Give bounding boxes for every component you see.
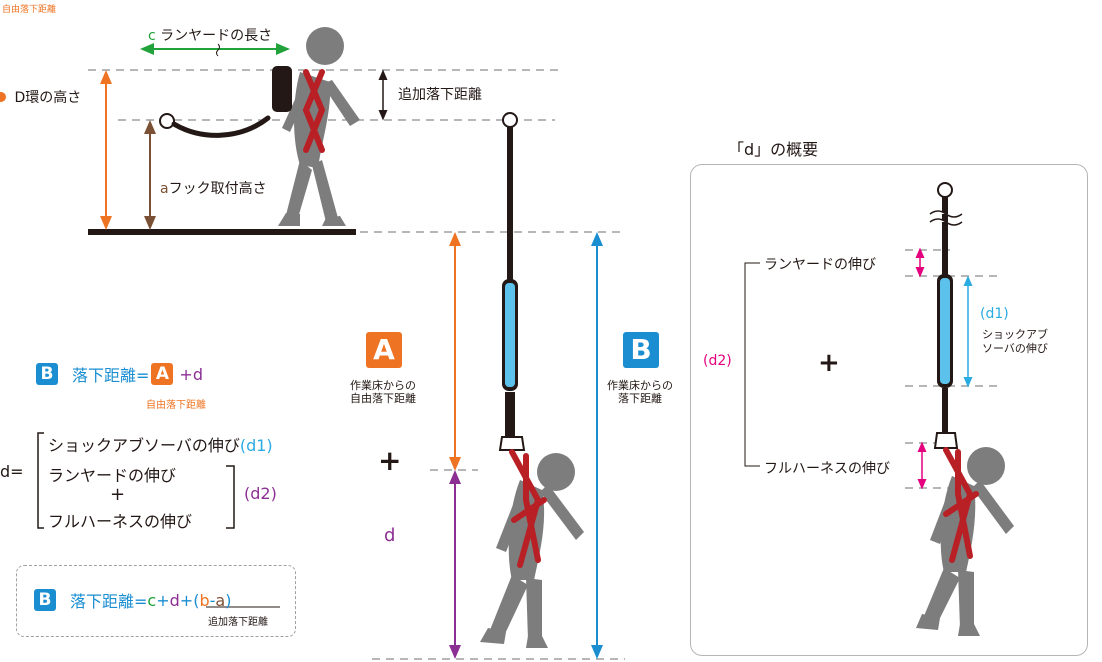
- hook-ring: [159, 113, 175, 129]
- corner-label: 自由落下距離: [2, 5, 57, 15]
- hanging-harness: [509, 449, 547, 568]
- panel-d1: (d1): [980, 306, 1009, 322]
- panel-shock-absorber-stretch: ショックアブ ソーバの伸び: [982, 328, 1048, 355]
- formula-free-fall-sub: 自由落下距離: [146, 400, 206, 411]
- formula-additional-sub: 追加落下距離: [208, 617, 268, 628]
- panel-plus: +: [818, 348, 840, 378]
- anchor-ring: [502, 112, 518, 128]
- panel-lanyard-stretch: ランヤードの伸び: [764, 257, 876, 273]
- formula-d-line2: ランヤードの伸び: [48, 466, 177, 485]
- d-overview-panel: [690, 164, 1088, 656]
- formula-fall-distance: B 落下距離= A +d: [36, 362, 203, 386]
- slack-lanyard: [171, 115, 271, 138]
- hanging-worker-figure: [480, 453, 584, 648]
- hook-clip: [498, 436, 526, 451]
- formula-d-line1: ショックアブソーバの伸び(d1): [48, 436, 273, 455]
- work-floor: [88, 229, 356, 235]
- lanyard-length-label: c ランヤードの長さ: [148, 28, 273, 44]
- middle-d-label: d: [384, 525, 396, 546]
- panel-harness-stretch: フルハーネスの伸び: [764, 461, 890, 477]
- middle-plus: +: [378, 444, 402, 477]
- standing-harness: [302, 69, 326, 153]
- formula-d-lhs: d=: [0, 462, 24, 481]
- formula-d-plus: +: [110, 484, 126, 505]
- shock-absorber: [505, 283, 515, 387]
- additional-fall-label: 追加落下距離: [398, 87, 482, 103]
- formula-d2-tag: (d2): [244, 484, 277, 503]
- badge-b: B: [623, 332, 659, 368]
- lanyard-lower: [505, 392, 515, 437]
- a-caption: 作業床からの 自由落下距離: [350, 379, 416, 405]
- formula-d-line3: フルハーネスの伸び: [48, 512, 193, 531]
- panel-shock-absorber: [940, 278, 950, 384]
- panel-worker-figure: [916, 447, 1014, 636]
- panel-d2: (d2): [703, 353, 732, 369]
- b-caption: 作業床からの 落下距離: [607, 379, 673, 405]
- lanyard-upper: [507, 127, 513, 280]
- formula-total: B 落下距離= c + d + ( b - a ): [34, 588, 231, 612]
- reference-dashed-lines: [88, 69, 1000, 660]
- hook-height-label: aフック取付高さ: [160, 181, 267, 197]
- formula-box: [16, 565, 296, 637]
- panel-title: 「d」の概要: [728, 140, 819, 159]
- d-ring-height-label: D環の高さ: [0, 87, 81, 107]
- badge-a: A: [366, 332, 402, 368]
